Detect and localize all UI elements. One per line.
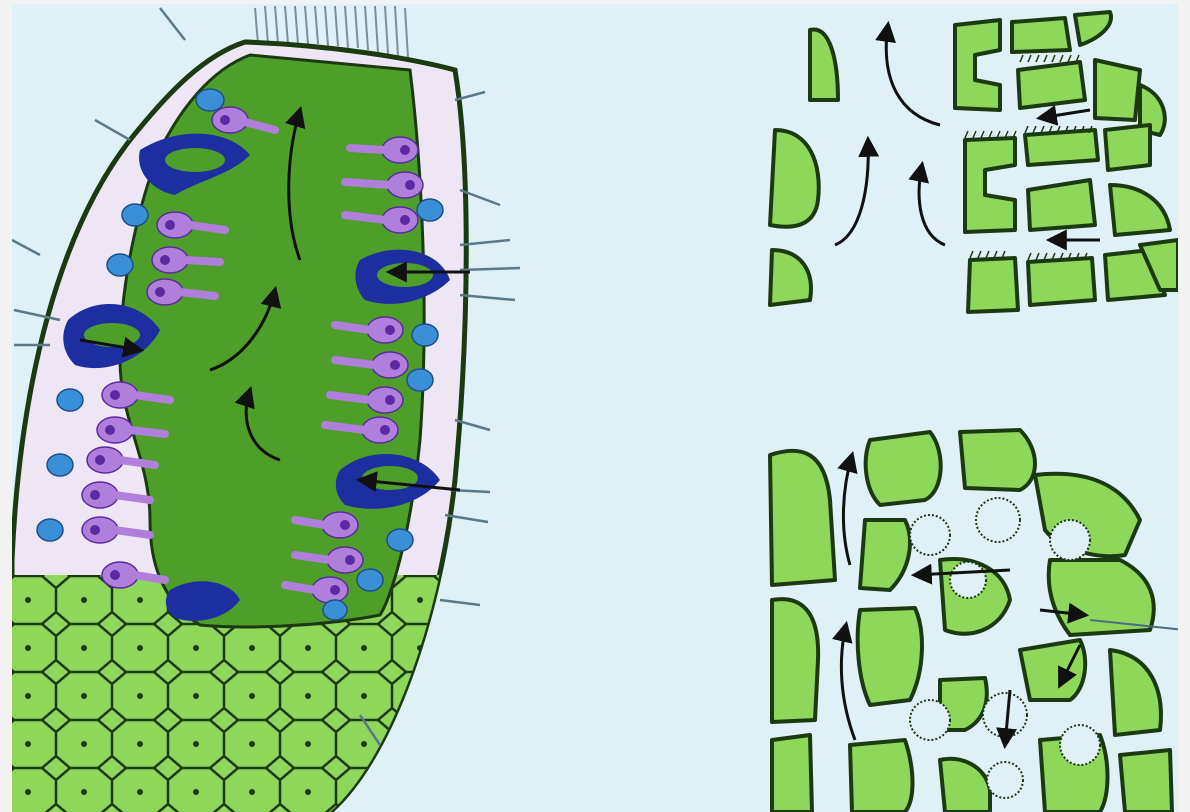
br-arrow-2: [841, 625, 855, 740]
tr-arrow-4: [1040, 110, 1090, 118]
cell-cluster-bottom-right: [770, 430, 1185, 812]
cell-cluster-top-right: [770, 12, 1178, 312]
tr-arrow-2: [835, 140, 868, 245]
br-arrow-1: [843, 455, 852, 565]
tr-arrow-1: [886, 25, 940, 125]
tr-arrow-3: [919, 165, 945, 245]
organ-left-panel: [0, 6, 520, 812]
